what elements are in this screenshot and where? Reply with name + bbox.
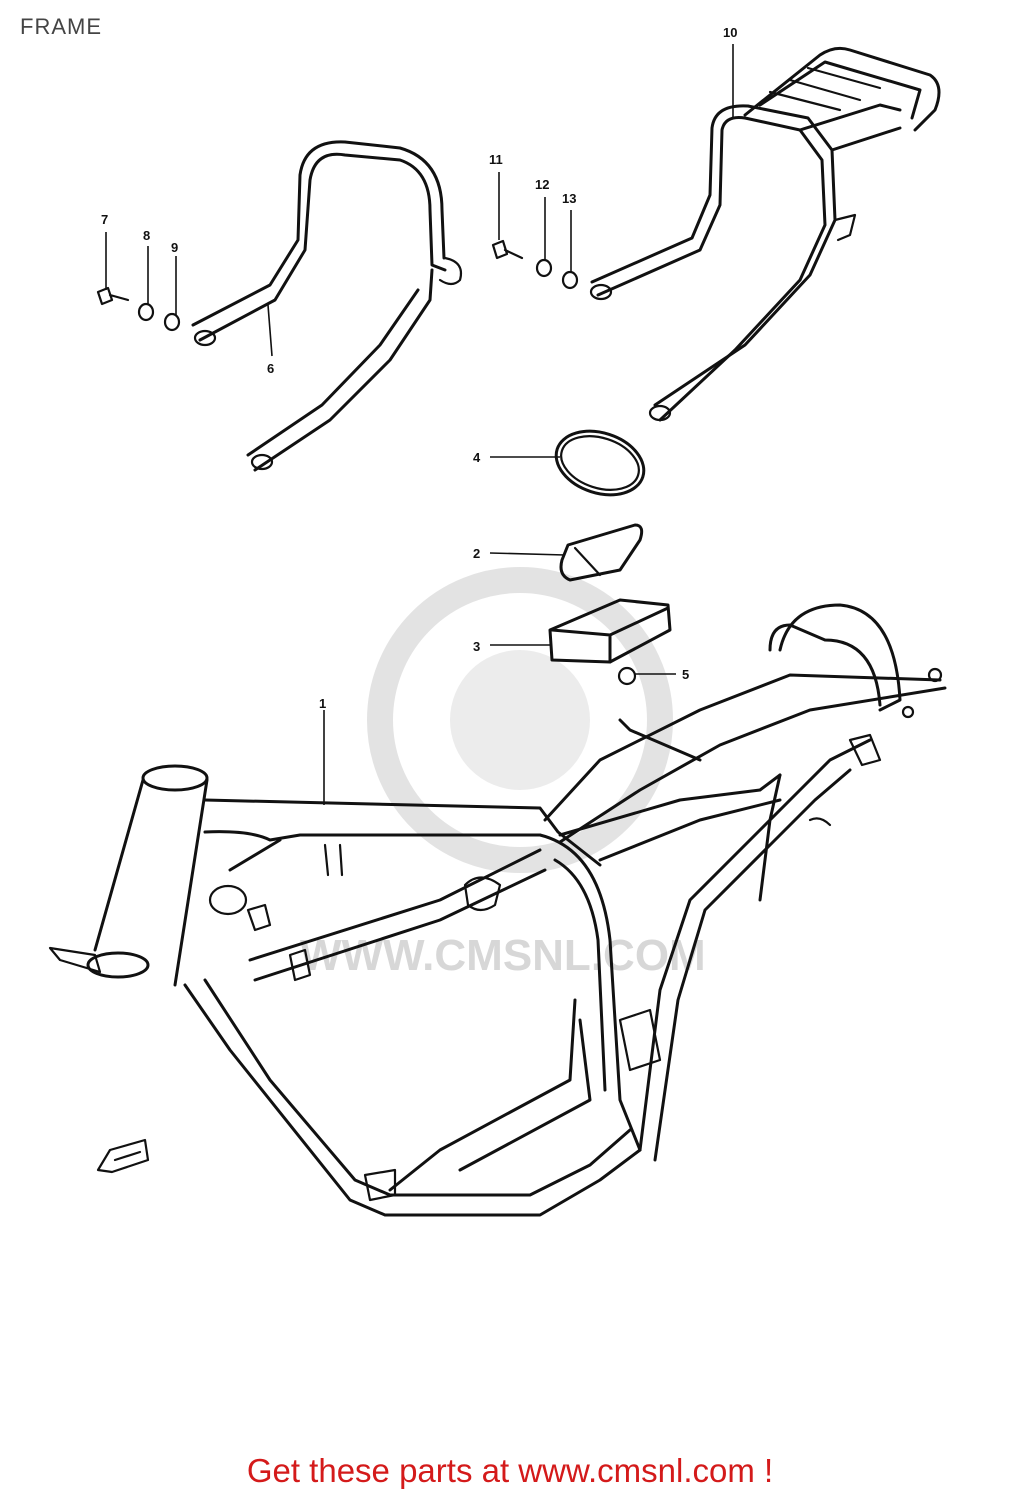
callout-8: 8: [143, 228, 150, 243]
callout-9: 9: [171, 240, 178, 255]
callout-3: 3: [473, 639, 480, 654]
leader-lines: [105, 44, 734, 805]
rear-carrier-icon[interactable]: [589, 46, 941, 422]
watermark-text: WWW.CMSNL.COM: [300, 931, 706, 980]
nut-icon[interactable]: [163, 312, 181, 332]
callout-11: 11: [489, 152, 503, 167]
callout-12: 12: [535, 177, 549, 192]
watermark-logo: WWW.CMSNL.COM: [300, 567, 706, 980]
callout-labels: 1 2 3 4 5 6 7 8 9 10 11 12 13: [101, 25, 737, 711]
page-title: FRAME: [20, 14, 102, 39]
callout-7: 7: [101, 212, 108, 227]
callout-10: 10: [723, 25, 737, 40]
bracket-cover-icon[interactable]: [559, 523, 644, 582]
callout-2: 2: [473, 546, 480, 561]
bolt-icon[interactable]: [491, 239, 524, 260]
callout-1: 1: [319, 696, 326, 711]
o-ring-icon[interactable]: [548, 421, 652, 506]
nut-icon[interactable]: [561, 270, 579, 290]
battery-holder-icon[interactable]: [548, 598, 672, 664]
nut-icon[interactable]: [617, 666, 637, 686]
parts-diagram: WWW.CMSNL.COM: [48, 25, 947, 1217]
callout-4: 4: [473, 450, 481, 465]
washer-icon[interactable]: [137, 302, 155, 322]
callout-5: 5: [682, 667, 689, 682]
direction-arrow-icon: [96, 1138, 150, 1174]
callout-6: 6: [267, 361, 274, 376]
footer-link[interactable]: Get these parts at www.cmsnl.com !: [246, 1452, 774, 1489]
frame-icon[interactable]: [48, 603, 947, 1217]
callout-13: 13: [562, 191, 576, 206]
grab-handle-icon[interactable]: [191, 140, 463, 472]
bolt-icon[interactable]: [96, 286, 130, 306]
washer-icon[interactable]: [535, 258, 553, 278]
